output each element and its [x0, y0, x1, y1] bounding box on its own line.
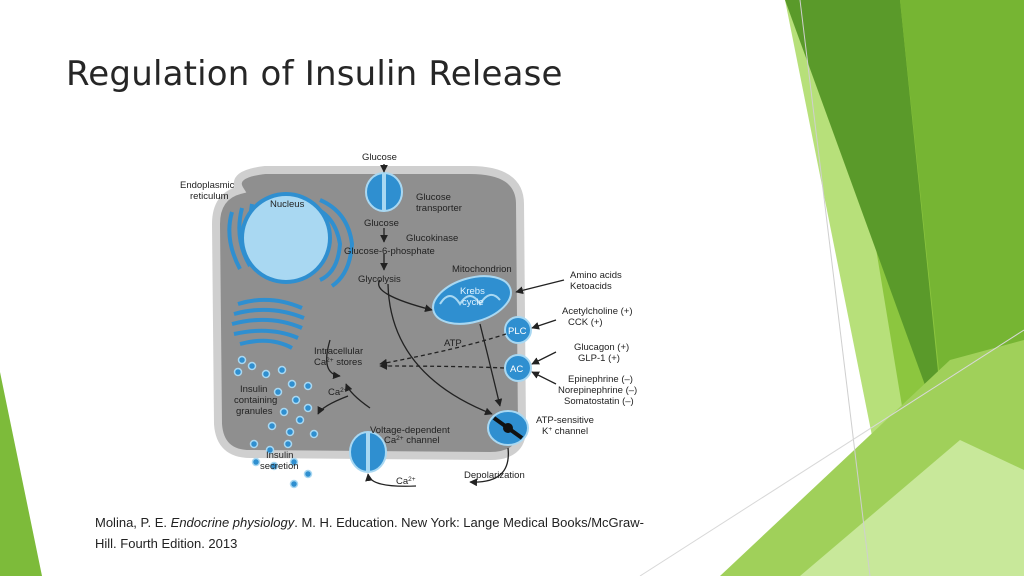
slide-title: Regulation of Insulin Release: [66, 54, 563, 94]
mitochondrion: [432, 275, 512, 325]
ac-enzyme: [504, 354, 532, 382]
label-norepinephrine: Norepinephrine (–): [558, 385, 637, 396]
label-glp1: GLP-1 (+): [578, 353, 620, 364]
citation-edition: Hill. Fourth Edition. 2013: [95, 536, 238, 551]
label-katp-2: K+ channel: [542, 426, 588, 437]
green-facet-right-dark: [785, 0, 945, 440]
label-vdcc-2: Ca2+ channel: [384, 435, 440, 446]
label-somatostatin: Somatostatin (–): [564, 396, 634, 407]
label-krebs-1: Krebs: [460, 286, 485, 297]
diagram-labels: Glucose Endoplasmic reticulum Nucleus Gl…: [180, 152, 637, 487]
label-intracellular-1: Intracellular: [314, 346, 363, 357]
katp-channel: [487, 410, 529, 446]
label-glucose-top: Glucose: [362, 152, 397, 163]
label-plc: PLC: [508, 326, 527, 337]
diagram-svg: Glucose Endoplasmic reticulum Nucleus Gl…: [180, 152, 637, 489]
glucose-transporter: [365, 172, 403, 212]
label-amino-acids: Amino acids: [570, 270, 622, 281]
golgi-apparatus: [231, 297, 305, 350]
label-ac: AC: [510, 364, 523, 375]
citation-book-title: Endocrine physiology: [170, 515, 295, 530]
thin-line-1: [799, 0, 871, 576]
insulin-release-diagram: Glucose Endoplasmic reticulum Nucleus Gl…: [170, 144, 700, 496]
label-depolarization: Depolarization: [464, 470, 525, 481]
green-facet-left: [0, 372, 42, 576]
label-insulin-gran-1: Insulin: [240, 384, 267, 395]
nucleus: [240, 192, 332, 284]
label-insulin-sec-1: Insulin: [266, 450, 293, 461]
thin-line-2: [639, 329, 1024, 576]
label-insulin-gran-3: granules: [236, 406, 273, 417]
label-ca-inside: Ca2+: [328, 387, 348, 398]
green-facet-bottom-light: [800, 440, 1024, 576]
secreted-insulin: [249, 439, 313, 489]
citation-authors: Molina, P. E.: [95, 515, 168, 530]
label-insulin-sec-2: secretion: [260, 461, 299, 472]
citation-publisher: . M. H. Education. New York: Lange Medic…: [294, 515, 644, 530]
label-er-2: reticulum: [190, 191, 229, 202]
label-nucleus: Nucleus: [270, 199, 305, 210]
label-ca-outside: Ca2+: [396, 476, 416, 487]
label-epinephrine: Epinephrine (–): [568, 374, 633, 385]
label-acetylcholine: Acetylcholine (+): [562, 306, 633, 317]
label-er-1: Endoplasmic: [180, 180, 235, 191]
label-atp: ATP: [444, 338, 462, 349]
voltage-ca-channel: [349, 431, 387, 473]
label-glucose-inside: Glucose: [364, 218, 399, 229]
plc-enzyme: [504, 316, 532, 344]
label-transporter-2: transporter: [416, 203, 462, 214]
label-transporter-1: Glucose: [416, 192, 451, 203]
insulin-granules: [233, 355, 319, 439]
label-glycolysis: Glycolysis: [358, 274, 401, 285]
label-glucokinase: Glucokinase: [406, 233, 458, 244]
label-vdcc-1: Voltage-dependent: [370, 425, 450, 436]
pathway-arrows: [317, 164, 565, 487]
label-krebs-2: cycle: [462, 297, 484, 308]
label-cck: CCK (+): [568, 317, 603, 328]
label-insulin-gran-2: containing: [234, 395, 277, 406]
label-ketoacids: Ketoacids: [570, 281, 612, 292]
label-g6p: Glucose-6-phosphate: [344, 246, 435, 257]
label-katp-1: ATP-sensitive: [536, 415, 594, 426]
label-glucagon: Glucagon (+): [574, 342, 629, 353]
label-intracellular-2: Ca2+ stores: [314, 357, 362, 368]
label-mitochondrion: Mitochondrion: [452, 264, 512, 275]
citation: Molina, P. E. Endocrine physiology. M. H…: [95, 512, 735, 554]
